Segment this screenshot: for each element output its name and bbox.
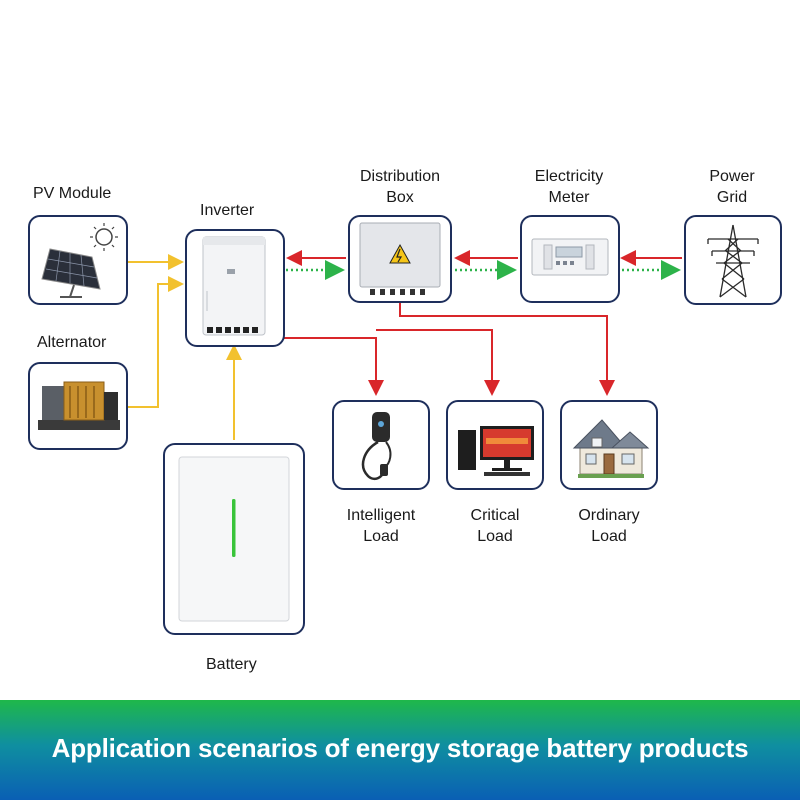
electricity-meter-icon bbox=[531, 238, 609, 276]
inverter-to-intelligent-load-line bbox=[278, 337, 384, 396]
power-grid-node[interactable] bbox=[684, 215, 782, 305]
generator-icon bbox=[38, 381, 120, 430]
ordinary-load-label: Ordinary Load bbox=[578, 507, 640, 545]
ordinary-load-node[interactable] bbox=[560, 400, 658, 490]
alternator-label: Alternator bbox=[37, 334, 107, 351]
electricity-meter-label: Electricity Meter bbox=[534, 168, 604, 206]
ev-charger-icon bbox=[361, 412, 392, 480]
flow-connectors bbox=[128, 250, 682, 440]
inverter-icon bbox=[202, 236, 266, 336]
footer-banner: Application scenarios of energy storage … bbox=[0, 700, 800, 800]
distribution-box-icon bbox=[359, 222, 441, 295]
alternator-node[interactable] bbox=[28, 362, 128, 450]
inverter-label: Inverter bbox=[200, 202, 255, 219]
inverter-to-critical-load-line bbox=[376, 329, 500, 396]
computer-icon bbox=[458, 426, 534, 476]
distribution-box-node[interactable] bbox=[348, 215, 452, 303]
distbox-to-ordinary-load-line bbox=[399, 302, 615, 396]
pv-module-label: PV Module bbox=[33, 185, 112, 202]
alternator-to-inverter-line bbox=[128, 276, 184, 408]
pv-module-node[interactable] bbox=[28, 215, 128, 305]
distribution-box-label: Distribution Box bbox=[359, 168, 441, 206]
battery-icon bbox=[178, 456, 290, 622]
power-pylon-icon bbox=[707, 224, 759, 298]
intelligent-load-label: Intelligent Load bbox=[346, 507, 416, 545]
footer-title: Application scenarios of energy storage … bbox=[51, 733, 749, 763]
solar-panel-icon bbox=[41, 223, 118, 298]
intelligent-load-node[interactable] bbox=[332, 400, 430, 490]
inverter-node[interactable] bbox=[185, 229, 285, 347]
critical-load-node[interactable] bbox=[446, 400, 544, 490]
power-grid-label: Power Grid bbox=[709, 168, 755, 206]
critical-load-label: Critical Load bbox=[470, 507, 520, 545]
house-icon bbox=[572, 419, 650, 478]
battery-label: Battery bbox=[206, 656, 257, 673]
electricity-meter-node[interactable] bbox=[520, 215, 620, 303]
battery-node[interactable] bbox=[163, 443, 305, 635]
